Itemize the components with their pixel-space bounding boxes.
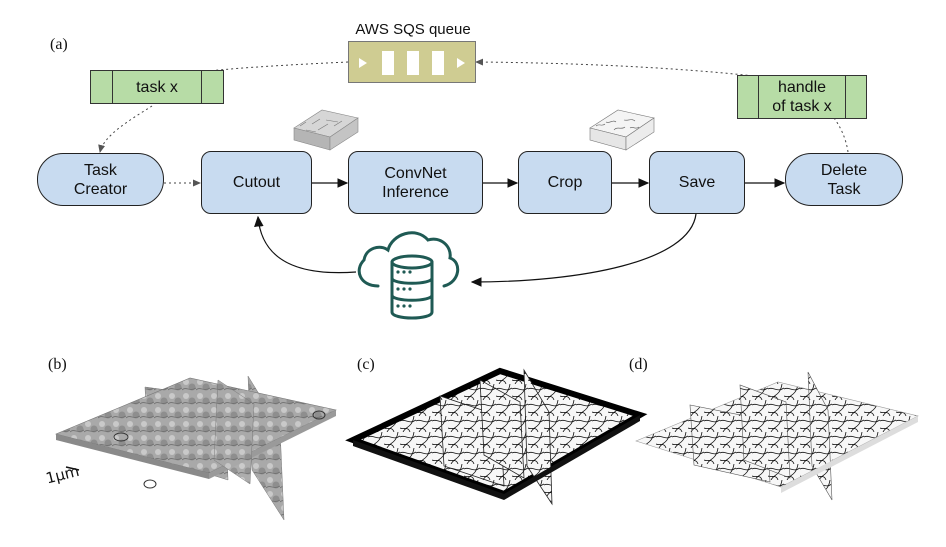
panel-label-a: (a) xyxy=(50,36,68,53)
sqs-queue xyxy=(348,41,476,83)
delete-to-handle-arrow xyxy=(833,117,849,153)
queue-arrow-icon xyxy=(359,58,367,68)
panel-label-c: (c) xyxy=(357,356,375,373)
crop-node: Crop xyxy=(518,151,612,214)
panel-label-d: (d) xyxy=(629,356,648,373)
save-to-storage-arrow xyxy=(470,213,697,287)
handle-message-label: handle of task x xyxy=(772,79,832,115)
queue-label: AWS SQS queue xyxy=(355,21,471,38)
storage-to-cutout-arrow xyxy=(254,215,357,274)
task-to-creator-arrow xyxy=(98,105,153,153)
output-volume-icon xyxy=(589,109,655,151)
queue-slot xyxy=(407,51,419,75)
task-creator-node: Task Creator xyxy=(37,153,164,206)
queue-slot xyxy=(382,51,394,75)
segmentation-rendering xyxy=(635,371,919,501)
queue-arrow-icon xyxy=(457,58,465,68)
task-message-label: task x xyxy=(136,78,178,96)
input-volume-icon xyxy=(293,109,359,151)
convnet-inference-node: ConvNet Inference xyxy=(348,151,483,214)
cutout-node: Cutout xyxy=(201,151,312,214)
queue-to-task-arrow xyxy=(157,61,349,81)
queue-slot xyxy=(432,51,444,75)
save-node: Save xyxy=(649,151,745,214)
segmentation-boundary-rendering xyxy=(345,367,648,506)
task-message-box: task x xyxy=(90,70,224,104)
scale-bar xyxy=(65,466,80,471)
handle-message-box: handle of task x xyxy=(737,75,867,119)
delete-task-node: Delete Task xyxy=(785,153,903,206)
em-volume-rendering xyxy=(55,375,337,521)
panel-label-b: (b) xyxy=(48,356,67,373)
